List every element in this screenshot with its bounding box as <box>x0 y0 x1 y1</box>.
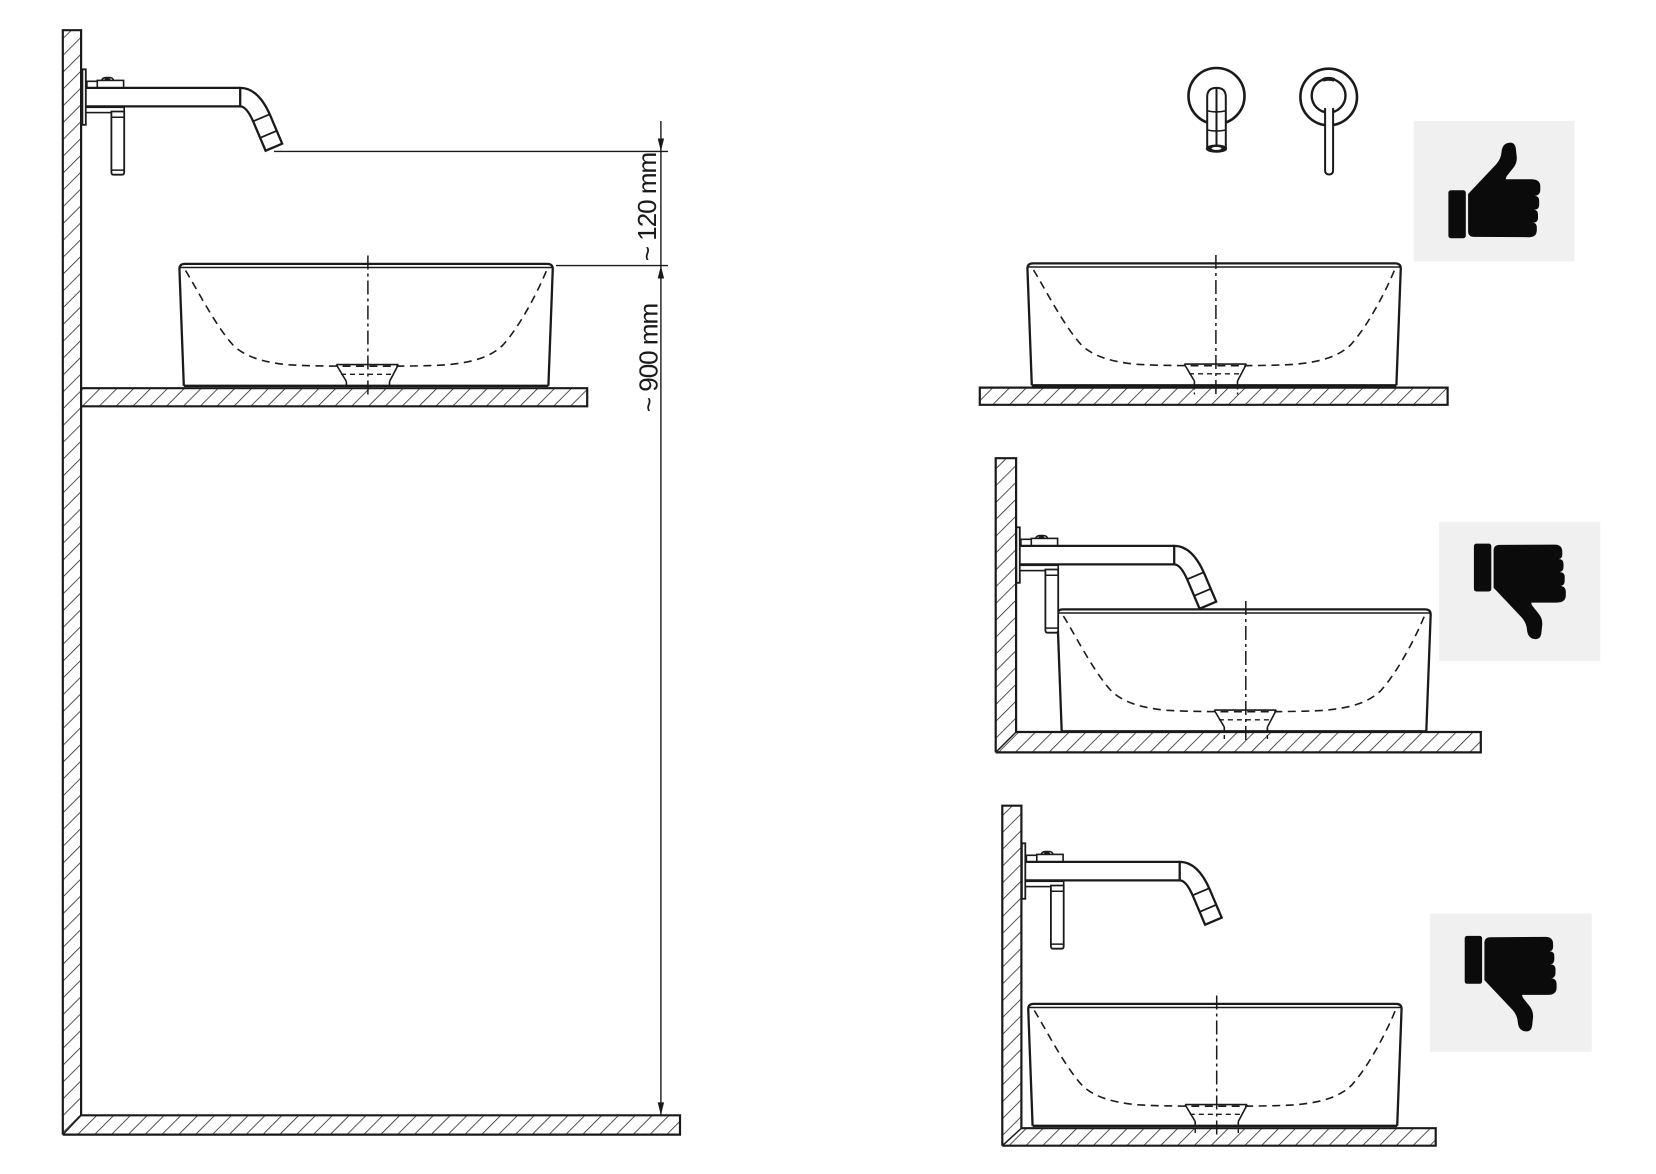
svg-text:~ 900 mm: ~ 900 mm <box>634 304 664 412</box>
svg-text:~ 120 mm: ~ 120 mm <box>632 153 662 261</box>
